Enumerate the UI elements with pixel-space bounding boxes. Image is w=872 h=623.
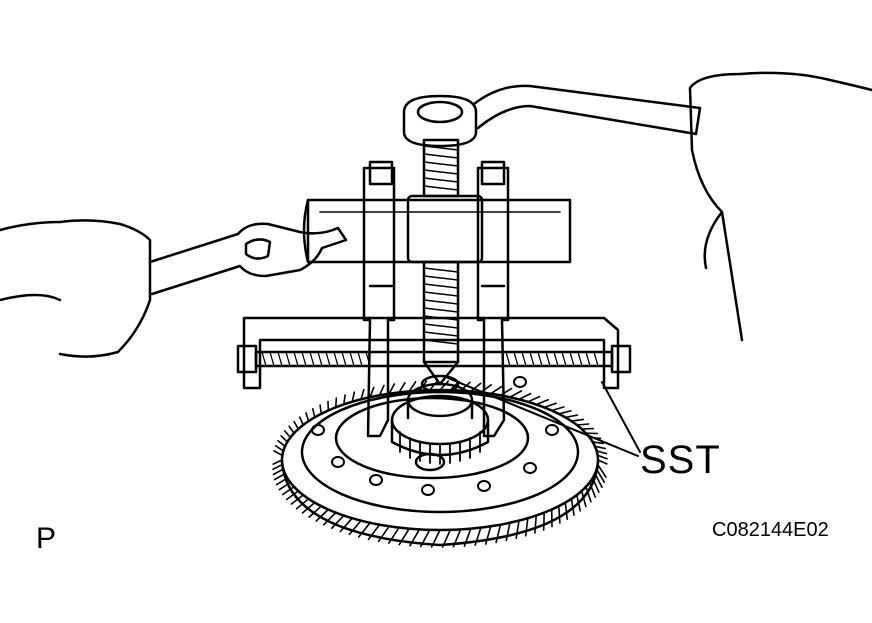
left-jaw-cap — [368, 160, 394, 186]
puller-jaws — [362, 160, 510, 438]
box-wrench — [402, 84, 702, 148]
gear-body-lower — [280, 460, 600, 547]
wrench-handle — [472, 84, 702, 136]
screw-shaft — [422, 138, 460, 198]
figure-code: C082144E02 — [712, 519, 829, 541]
threaded-rod — [254, 350, 614, 368]
rod-threads — [261, 351, 599, 367]
sst-leader-lines — [447, 377, 641, 457]
view-label: P — [36, 522, 57, 555]
gear-web — [334, 396, 530, 480]
right-jaw-cap — [480, 160, 506, 186]
right-hand — [688, 71, 872, 342]
lower-cross-bar — [236, 316, 632, 390]
open-wrench — [148, 222, 348, 296]
upper-cross-bar — [302, 198, 572, 264]
left-hand — [0, 219, 152, 358]
left-jaw — [362, 166, 396, 438]
screw-tip — [422, 360, 460, 386]
right-jaw — [476, 166, 510, 438]
hub-bore — [414, 452, 446, 472]
left-end-nut — [236, 344, 258, 374]
right-end-nut — [610, 344, 632, 374]
screw-threads-upper — [423, 145, 459, 191]
gear-bolt-holes — [311, 376, 559, 496]
sst-label: SST — [640, 438, 721, 482]
gear-teeth-outline — [272, 380, 608, 548]
gear-outer-rim — [280, 388, 600, 532]
screw-threads-lower — [423, 267, 459, 345]
center-screw — [406, 138, 484, 386]
center-block — [406, 194, 484, 264]
